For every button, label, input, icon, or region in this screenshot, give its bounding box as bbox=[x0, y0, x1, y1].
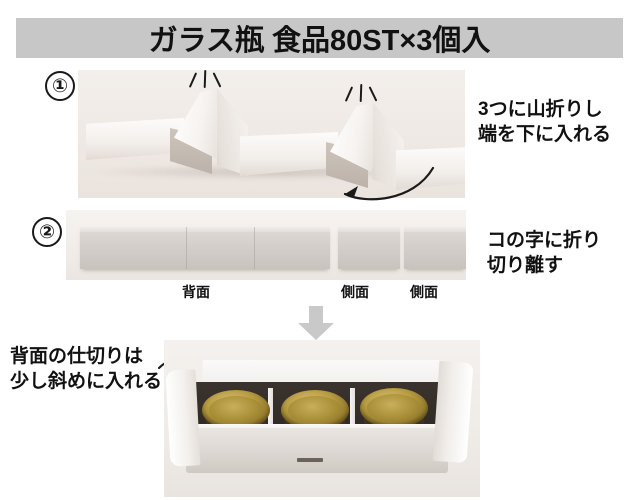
title-banner bbox=[16, 18, 623, 58]
page-title: ガラス瓶 食品80ST×3個入 bbox=[148, 25, 491, 57]
strip-top-edge bbox=[80, 227, 330, 232]
jar-lid-top bbox=[367, 394, 421, 422]
strip-top-edge bbox=[338, 227, 400, 232]
box-divider-2 bbox=[350, 388, 355, 458]
card-strip-side-1 bbox=[338, 227, 400, 269]
step-number-2: ② bbox=[32, 217, 62, 247]
box-flap-left bbox=[165, 369, 201, 467]
box-divider-1 bbox=[268, 388, 273, 458]
result-photo bbox=[164, 340, 480, 497]
part-label-side-1: 側面 bbox=[341, 284, 369, 300]
curved-arrow-icon-step1 bbox=[343, 166, 435, 201]
step-1-photo bbox=[78, 70, 465, 198]
step-2-photo bbox=[66, 210, 466, 280]
result-note: 背面の仕切りは 少し斜めに入れる bbox=[10, 346, 163, 393]
box-front-wall bbox=[186, 428, 448, 473]
step-2-instruction: コの字に折り 切り離す bbox=[487, 230, 602, 277]
part-label-back: 背面 bbox=[182, 284, 210, 300]
box-flap-right bbox=[432, 360, 474, 464]
box-tab-slot bbox=[297, 458, 323, 462]
fold-mark-icon-2 bbox=[344, 83, 384, 108]
card-panel-flat-1 bbox=[86, 118, 184, 160]
card-strip-back bbox=[80, 227, 330, 269]
fold-mark-icon-1 bbox=[188, 70, 228, 94]
jar-lid-top bbox=[288, 396, 342, 424]
strip-top-edge bbox=[404, 227, 466, 232]
strip-crease-2 bbox=[254, 227, 255, 269]
strip-crease-1 bbox=[186, 227, 187, 269]
card-strip-side-2 bbox=[404, 227, 466, 269]
step-number-1: ① bbox=[45, 71, 75, 101]
down-arrow-icon bbox=[298, 306, 334, 340]
card-panel-flat-3 bbox=[396, 146, 465, 190]
step-1-instruction: 3つに山折りし 端を下に入れる bbox=[478, 99, 612, 146]
part-label-side-2: 側面 bbox=[410, 284, 438, 300]
jar-lid-top bbox=[209, 396, 263, 424]
